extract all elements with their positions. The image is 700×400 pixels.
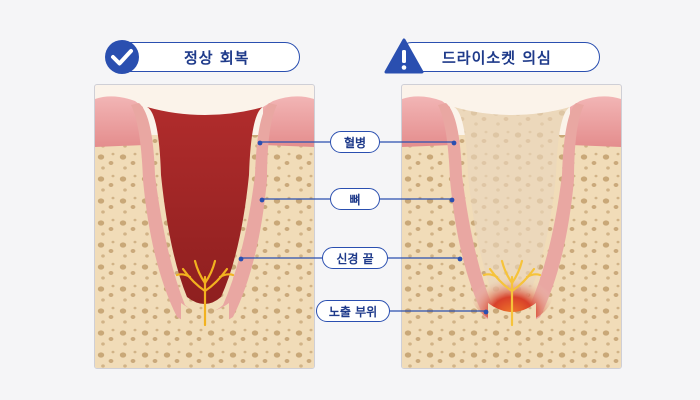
dry-socket-header: 드라이소켓 의심 (384, 38, 600, 74)
nerve-illustration (175, 259, 235, 327)
dry-socket-title: 드라이소켓 의심 (442, 48, 552, 67)
exposed-nerve-illustration (482, 259, 542, 327)
normal-healing-header: 정상 회복 (105, 40, 300, 74)
normal-healing-title: 정상 회복 (184, 48, 250, 67)
dry-socket-illustration (401, 84, 622, 369)
warning-triangle-icon (384, 38, 424, 74)
normal-socket-illustration (94, 84, 315, 369)
check-circle-icon (105, 40, 139, 74)
label-nerve-ending: 신경 끝 (322, 247, 388, 269)
label-exposed-area: 노출 부위 (316, 300, 390, 322)
label-blood-clot: 혈병 (330, 131, 380, 153)
label-bone: 뼈 (330, 188, 380, 210)
